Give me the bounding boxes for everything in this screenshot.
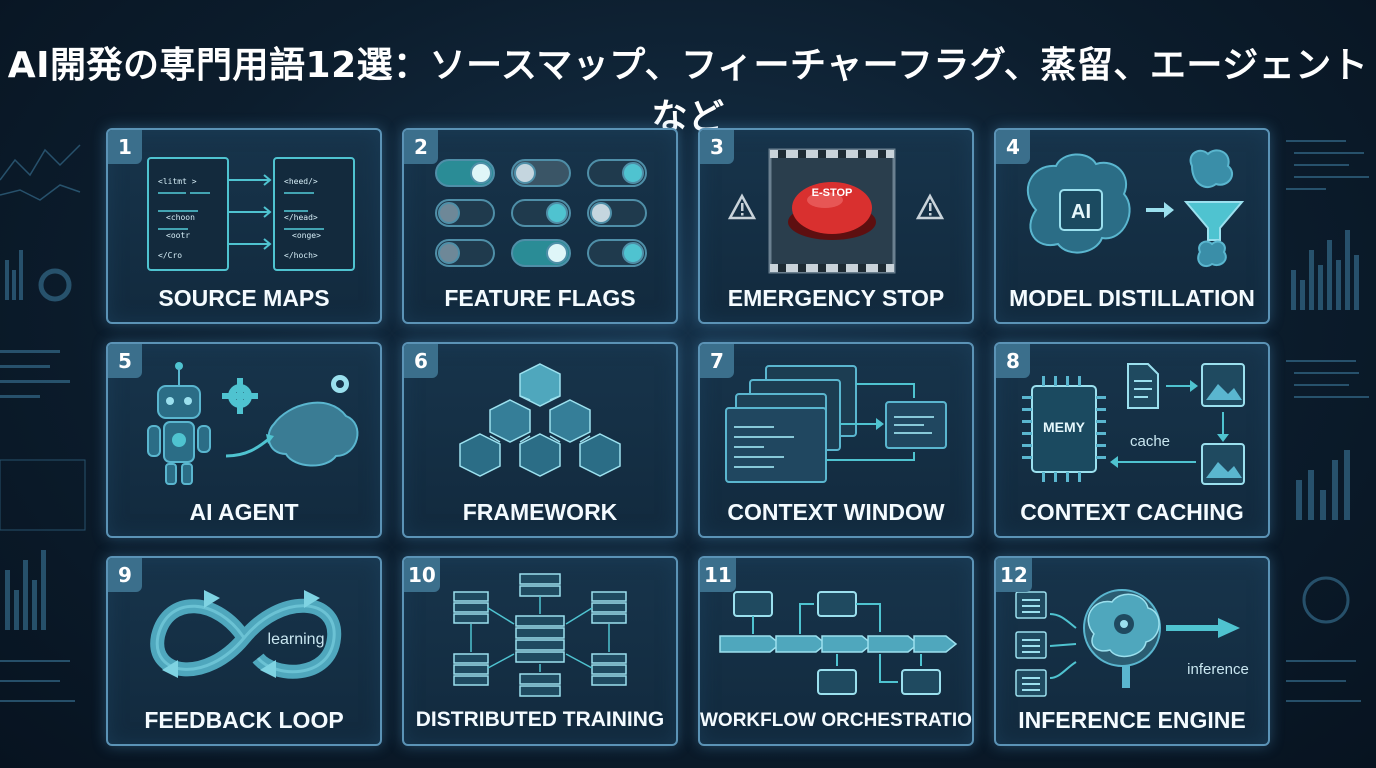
source-right-line-4: </hoch> bbox=[284, 251, 318, 260]
learning-text: learning bbox=[268, 631, 325, 648]
source-left-line-4: </Cro bbox=[158, 251, 182, 260]
card-number: 8 bbox=[996, 344, 1030, 378]
card-label: INFERENCE ENGINE bbox=[1018, 707, 1246, 733]
page-title: AI開発の専門用語12選：ソースマップ、フィーチャーフラグ、蒸留、エージェントな… bbox=[7, 45, 1369, 138]
card-number: 7 bbox=[700, 344, 734, 378]
card-number: 5 bbox=[108, 344, 142, 378]
ai-chip-text: AI bbox=[1071, 201, 1091, 223]
source-right-line-1: <heed/> bbox=[284, 177, 318, 186]
card-label: EMERGENCY STOP bbox=[727, 285, 945, 311]
left-dashboard-decoration bbox=[0, 144, 86, 702]
brain-funnel-icon: AI bbox=[1026, 149, 1245, 268]
card-feedback-loop[interactable]: learning 9 FEEDBACK LOOP bbox=[106, 556, 382, 746]
card-framework[interactable]: 6 FRAMEWORK bbox=[402, 342, 678, 538]
cache-text: cache bbox=[1130, 433, 1170, 450]
memory-chip-text: MEMY bbox=[1043, 419, 1086, 435]
right-dashboard-decoration bbox=[1286, 140, 1369, 702]
source-right-line-3: <onge> bbox=[292, 231, 321, 240]
card-label: SOURCE MAPS bbox=[158, 285, 330, 311]
card-ai-agent[interactable]: 5 AI AGENT bbox=[106, 342, 382, 538]
card-workflow-orchestration[interactable]: 11 WORKFLOW ORCHESTRATION bbox=[698, 556, 974, 746]
inference-text: inference bbox=[1187, 661, 1249, 678]
server-network-icon bbox=[453, 573, 627, 697]
card-number: 12 bbox=[996, 558, 1032, 592]
card-label: DISTRIBUTED TRAINING bbox=[415, 708, 665, 731]
card-inference-engine[interactable]: inference 12 INFERENCE ENGINE bbox=[994, 556, 1270, 746]
source-left-line-1: <litmt > bbox=[158, 177, 197, 186]
card-distributed-training[interactable]: 10 DISTRIBUTED TRAINING bbox=[402, 556, 678, 746]
card-label: FRAMEWORK bbox=[462, 499, 618, 525]
card-number: 1 bbox=[108, 130, 142, 164]
card-label: CONTEXT WINDOW bbox=[727, 499, 945, 525]
robot-brain-gears-icon bbox=[147, 362, 359, 485]
card-number: 3 bbox=[700, 130, 734, 164]
source-left-line-3: <ootr bbox=[166, 231, 190, 240]
source-left-line-2: <choon bbox=[166, 213, 195, 222]
stacked-windows-icon bbox=[725, 365, 947, 483]
source-code-files-icon: <litmt > <choon <ootr </Cro <heed/> </he… bbox=[147, 157, 355, 271]
card-context-window[interactable]: 7 CONTEXT WINDOW bbox=[698, 342, 974, 538]
memory-cache-icon: MEMY cache bbox=[1022, 363, 1245, 485]
card-number: 10 bbox=[404, 558, 440, 592]
card-number: 6 bbox=[404, 344, 438, 378]
card-label: WORKFLOW ORCHESTRATION bbox=[700, 710, 974, 731]
source-right-line-2: </head> bbox=[284, 213, 318, 222]
card-label: MODEL DISTILLATION bbox=[1009, 285, 1255, 311]
card-number: 2 bbox=[404, 130, 438, 164]
card-model-distillation[interactable]: AI 4 MODEL DISTILLATION bbox=[994, 128, 1270, 324]
cube-network-icon bbox=[459, 363, 621, 477]
card-label: AI AGENT bbox=[189, 499, 299, 525]
toggle-switches-icon bbox=[435, 159, 647, 267]
card-emergency-stop[interactable]: E-STOP 3 EMERGENCY STOP bbox=[698, 128, 974, 324]
e-stop-text: E-STOP bbox=[812, 187, 853, 199]
card-source-maps[interactable]: <litmt > <choon <ootr </Cro <heed/> </he… bbox=[106, 128, 382, 324]
card-label: FEATURE FLAGS bbox=[444, 285, 636, 311]
brain-inference-icon: inference bbox=[1015, 589, 1249, 697]
card-number: 4 bbox=[996, 130, 1030, 164]
emergency-stop-button-icon: E-STOP bbox=[727, 148, 945, 274]
card-label: FEEDBACK LOOP bbox=[144, 707, 344, 733]
workflow-pipeline-icon bbox=[719, 591, 958, 695]
card-feature-flags[interactable]: 2 FEATURE FLAGS bbox=[402, 128, 678, 324]
card-context-caching[interactable]: MEMY cache 8 CONTEXT CACHING bbox=[994, 342, 1270, 538]
card-number: 9 bbox=[108, 558, 142, 592]
card-label: CONTEXT CACHING bbox=[1020, 499, 1244, 525]
card-number: 11 bbox=[700, 558, 736, 592]
infinity-loop-icon: learning bbox=[150, 590, 342, 679]
